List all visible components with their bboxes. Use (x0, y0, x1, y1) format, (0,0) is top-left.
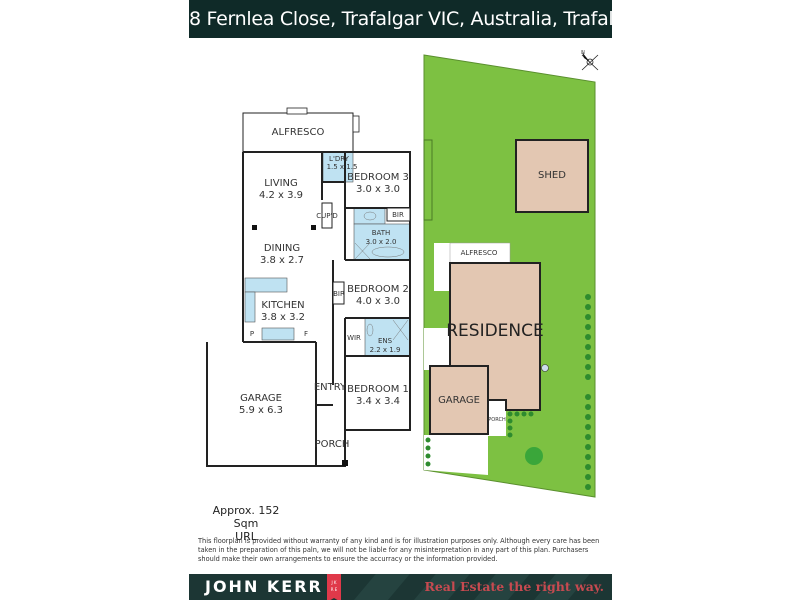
room-label-alfresco: ALFRESCO (271, 127, 325, 138)
room-size-living: 4.2 x 3.9 (258, 190, 304, 201)
room-size-garage: 5.9 x 6.3 (238, 405, 284, 416)
room-label-ens: ENS (377, 337, 393, 345)
compass-north-icon: N (581, 50, 585, 56)
room-size-bath: 3.0 x 2.0 (365, 238, 397, 246)
room-size-bedroom2: 4.0 x 3.0 (355, 296, 401, 307)
label-wir: WIR (347, 334, 361, 342)
room-size-laundry: 1.5 x 1.5 (326, 163, 358, 171)
brand-footer: JOHN KERR J K R E Real Estate the right … (189, 574, 612, 600)
disclaimer: This floorplan is provided without warra… (198, 537, 600, 563)
label-fridge: F (303, 330, 309, 338)
brand-ribbon-icon: J K R E (327, 574, 341, 600)
brand-tagline: Real Estate the right way. (424, 579, 604, 594)
room-label-bath: BATH (371, 229, 391, 237)
site-label-porch: PORCH (488, 417, 506, 423)
room-label-porch: PORCH (314, 439, 350, 450)
room-label-kitchen: KITCHEN (261, 300, 305, 311)
brand-name: JOHN KERR (205, 577, 323, 596)
area-text: Approx. 152 Sqm (212, 504, 280, 530)
room-size-dining: 3.8 x 2.7 (259, 255, 305, 266)
room-size-bedroom1: 3.4 x 3.4 (355, 396, 401, 407)
label-bir-bed3: BIR (392, 211, 404, 219)
room-label-garage: GARAGE (240, 393, 282, 404)
site-label-shed: SHED (538, 170, 566, 181)
room-size-bedroom3: 3.0 x 3.0 (355, 184, 401, 195)
room-size-ens: 2.2 x 1.9 (369, 346, 401, 354)
room-label-laundry: L'DRY (329, 155, 349, 163)
room-label-living: LIVING (264, 178, 298, 189)
room-label-entry: ENTRY (313, 382, 347, 393)
site-label-alfresco: ALFRESCO (460, 249, 498, 257)
page-title: 8 Fernlea Close, Trafalgar VIC, Australi… (189, 0, 697, 38)
label-cupboard: CUP'D (316, 212, 338, 220)
room-label-bedroom3: BEDROOM 3 (347, 172, 409, 183)
site-label-garage: GARAGE (438, 395, 480, 406)
site-label-residence: RESIDENCE (446, 321, 544, 341)
room-label-bedroom1: BEDROOM 1 (347, 384, 409, 395)
label-bir-bed2: BIR (333, 290, 345, 298)
label-pantry: P (249, 330, 255, 338)
room-label-bedroom2: BEDROOM 2 (347, 284, 409, 295)
room-label-dining: DINING (263, 243, 301, 254)
room-size-kitchen: 3.8 x 3.2 (260, 312, 306, 323)
area-info: Approx. 152 Sqm URL (208, 504, 284, 543)
url-text: URL (235, 530, 257, 543)
